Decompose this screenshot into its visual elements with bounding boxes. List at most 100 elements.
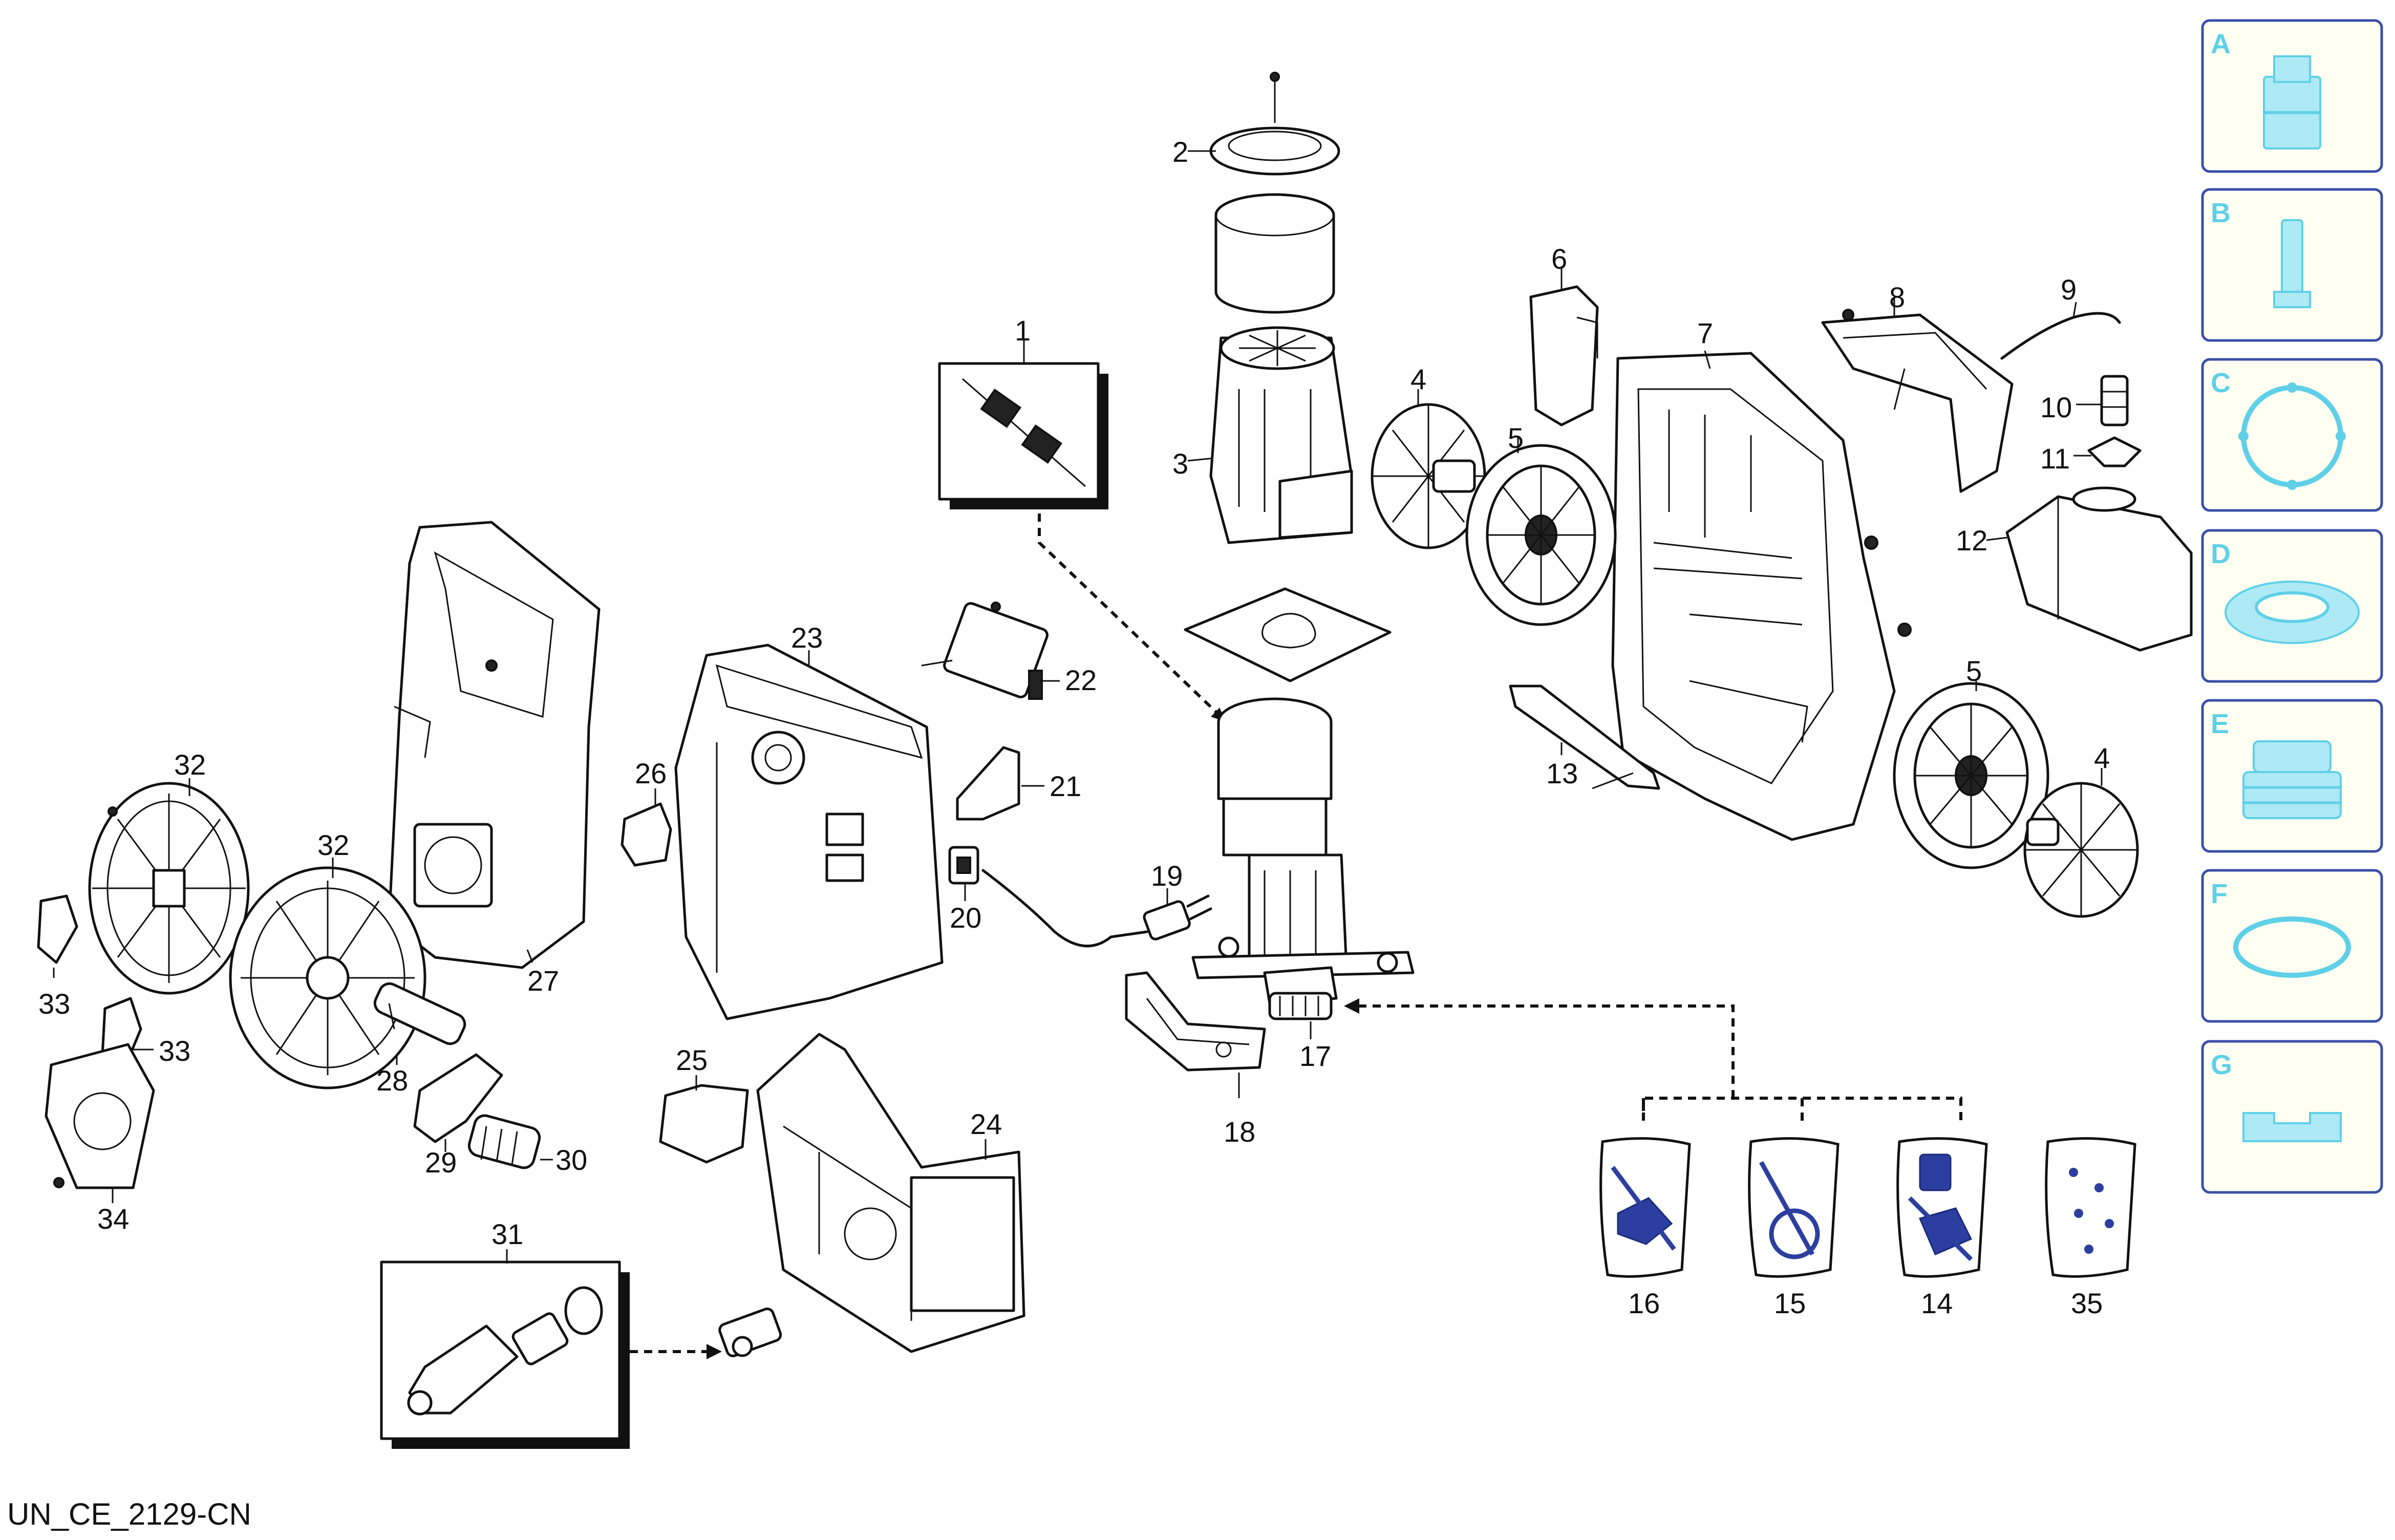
- part-11-cap: [2087, 436, 2142, 467]
- part-5-wheel-lower: [1893, 682, 2049, 869]
- label-6: 6: [1551, 243, 1567, 275]
- part-34-plate: [45, 1043, 155, 1189]
- part-23-housing: [674, 644, 944, 1020]
- part-26-knob: [621, 802, 672, 867]
- part-3-tank: [1209, 326, 1353, 544]
- part-5-wheel-upper: [1465, 444, 1617, 626]
- label-17: 17: [1299, 1040, 1331, 1072]
- valve-body-icon: [2242, 740, 2342, 819]
- motor-pump-assembly: [1191, 697, 1415, 1020]
- label-25: 25: [676, 1044, 708, 1076]
- label-32a: 32: [174, 748, 206, 781]
- part-31-inlet-kit: [380, 1260, 630, 1449]
- cylinder-icon: [2273, 219, 2311, 308]
- side-tab-e[interactable]: E: [2201, 699, 2383, 853]
- label-26: 26: [635, 757, 667, 789]
- label-9: 9: [2061, 273, 2077, 306]
- part-32-reel-back: [88, 782, 250, 995]
- label-12: 12: [1956, 524, 1987, 557]
- side-tab-f[interactable]: F: [2201, 869, 2383, 1023]
- label-15: 15: [1774, 1287, 1806, 1319]
- part-27-back-panel: [388, 521, 601, 969]
- part-14-kit: [1896, 1137, 1988, 1278]
- side-tab-c[interactable]: C: [2201, 358, 2383, 512]
- label-33a: 33: [38, 988, 70, 1020]
- part-20-cable-clip: [948, 846, 979, 885]
- label-21: 21: [1050, 770, 1081, 802]
- svg-text:G: G: [2211, 1050, 2232, 1080]
- part-25-holder: [659, 1084, 749, 1164]
- side-tab-a[interactable]: A: [2201, 19, 2383, 173]
- label-3: 3: [1172, 447, 1188, 480]
- inlet-connector: [718, 1307, 782, 1357]
- label-13: 13: [1546, 757, 1578, 789]
- label-32b: 32: [317, 829, 349, 861]
- label-11: 11: [2040, 442, 2070, 475]
- part-32-reel-front: [229, 866, 426, 1089]
- document-code: UN_CE_2129-CN: [7, 1497, 251, 1531]
- part-33-clip-lower: [101, 997, 142, 1061]
- label-4b: 4: [2094, 742, 2110, 774]
- part-8-cover: [1821, 309, 2014, 493]
- label-30: 30: [555, 1144, 587, 1176]
- label-31: 31: [491, 1218, 523, 1250]
- part-9-hose: [2000, 312, 2121, 360]
- label-35: 35: [2071, 1287, 2103, 1319]
- part-29-elbow: [413, 1053, 503, 1143]
- side-tab-g[interactable]: G: [2201, 1040, 2383, 1194]
- part-4-hubcap-upper: [1371, 403, 1486, 549]
- label-8: 8: [1889, 281, 1905, 313]
- label-18: 18: [1224, 1116, 1255, 1148]
- part-21-bracket: [956, 746, 1020, 821]
- gasket-plate: [1184, 587, 1392, 682]
- o-ring-icon: [2238, 382, 2346, 490]
- part-4-hubcap-lower: [2023, 782, 2139, 918]
- svg-text:D: D: [2211, 539, 2231, 569]
- label-16: 16: [1628, 1287, 1660, 1319]
- part-10-nozzle: [2100, 375, 2129, 426]
- pump-head-icon: [2263, 55, 2321, 149]
- label-27: 27: [527, 965, 559, 997]
- part-6-clip: [1529, 285, 1599, 426]
- label-34: 34: [97, 1203, 129, 1235]
- label-22: 22: [1065, 664, 1097, 696]
- gasket-icon: [2233, 916, 2351, 978]
- label-5b: 5: [1966, 655, 1982, 687]
- part-30-coupling: [467, 1114, 541, 1169]
- part-22-switch: [921, 602, 1049, 700]
- side-tab-b[interactable]: B: [2201, 188, 2383, 342]
- svg-text:A: A: [2211, 29, 2231, 59]
- side-tab-d[interactable]: D: [2201, 529, 2383, 683]
- label-1: 1: [1015, 314, 1031, 347]
- label-29: 29: [425, 1146, 457, 1179]
- part-16-kit: [1599, 1137, 1691, 1278]
- label-24: 24: [970, 1108, 1002, 1140]
- label-28: 28: [376, 1064, 408, 1097]
- part-28-connector: [373, 982, 466, 1045]
- filter-cylinder: [1214, 193, 1335, 314]
- part-19-power-cord: [981, 869, 1212, 948]
- label-5a: 5: [1508, 422, 1524, 454]
- label-7: 7: [1697, 317, 1713, 349]
- plate-icon: [2242, 1112, 2342, 1142]
- label-4a: 4: [1410, 363, 1426, 395]
- svg-text:F: F: [2211, 879, 2228, 909]
- part-33-clip-upper: [37, 894, 78, 964]
- svg-text:B: B: [2211, 198, 2231, 228]
- part-15-kit: [1748, 1137, 1840, 1278]
- svg-text:E: E: [2211, 709, 2229, 739]
- label-10: 10: [2040, 391, 2072, 423]
- svg-text:C: C: [2211, 368, 2231, 398]
- part-13-bracket: [1509, 685, 1660, 790]
- part-12-detergent-tank: [2005, 486, 2193, 652]
- label-14: 14: [1921, 1287, 1953, 1319]
- seal-ring-icon: [2225, 581, 2360, 644]
- part-24-front-frame: [756, 1033, 1025, 1353]
- part-18-handle: [1125, 971, 1266, 1072]
- label-19: 19: [1151, 860, 1183, 892]
- label-33b: 33: [159, 1035, 190, 1067]
- label-23: 23: [791, 622, 823, 654]
- label-2: 2: [1172, 136, 1188, 168]
- part-7-frame: [1611, 352, 1912, 841]
